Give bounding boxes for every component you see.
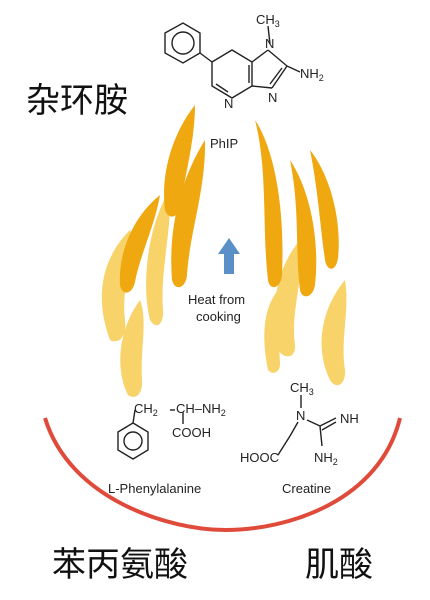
flame-dark-left — [164, 105, 195, 217]
creatine-n: N — [296, 408, 305, 423]
creatine-structure — [277, 395, 337, 456]
pan-arc — [43, 417, 402, 533]
creatine-label: 肌酸 — [305, 545, 373, 585]
phe-cooh: COOH — [172, 425, 211, 440]
phenylalanine-structure — [117, 409, 184, 460]
flames-dark — [119, 105, 339, 297]
phip-n-top: N — [265, 36, 274, 51]
phe-ch-nh2: CH–NH2 — [176, 401, 226, 418]
creatine-name: Creatine — [282, 481, 331, 496]
flame-dark-far-right — [310, 150, 339, 269]
creatine-ch3: CH3 — [290, 380, 314, 397]
creatine-hooc: HOOC — [240, 450, 279, 465]
creatine-nh2: NH2 — [314, 450, 338, 467]
flame-dark-left-tall — [171, 140, 206, 288]
phip-label: PhIP — [210, 136, 238, 151]
creatine-nh: NH — [340, 411, 359, 426]
phe-ch2: CH2 — [134, 401, 158, 418]
heat-arrow — [218, 238, 240, 274]
flame-dark-right — [290, 160, 317, 297]
phe-name: L-Phenylalanine — [108, 481, 201, 496]
phenylalanine-label: 苯丙氨酸 — [52, 545, 188, 585]
flame-light-right-3 — [264, 290, 281, 373]
phip-ch3: CH3 — [256, 12, 280, 29]
flame-dark-left-outer — [119, 195, 160, 293]
phip-n-mid: N — [224, 96, 233, 111]
phip-structure — [164, 22, 301, 99]
flame-light-left-inner — [146, 190, 171, 326]
heat-label-line2: cooking — [196, 309, 241, 324]
flame-light-right-1 — [274, 240, 302, 357]
heat-label-line1: Heat from — [188, 292, 245, 307]
flame-light-right-2 — [321, 280, 347, 386]
phip-n-right: N — [268, 90, 277, 105]
flame-dark-center-right — [255, 120, 283, 288]
phip-nh2: NH2 — [300, 66, 324, 83]
flame-light-left-mid — [120, 300, 144, 397]
heterocyclic-amine-label: 杂环胺 — [26, 81, 128, 121]
flames-light — [101, 190, 347, 397]
